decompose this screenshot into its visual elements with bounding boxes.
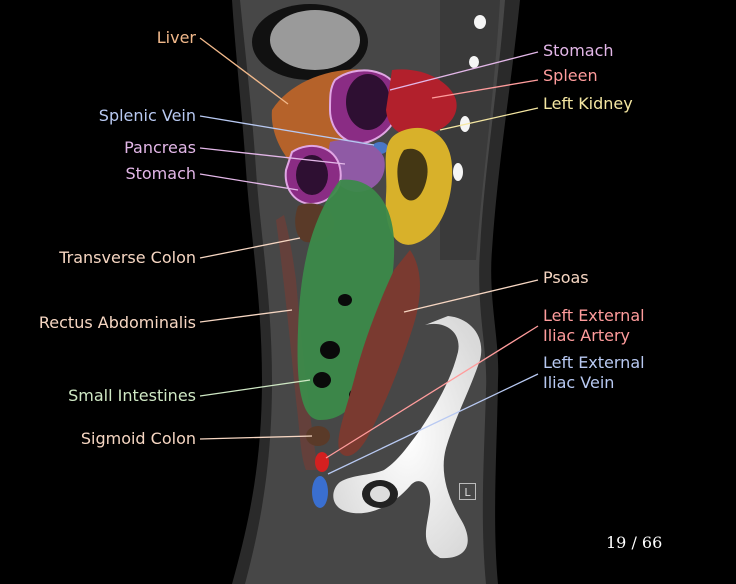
label-pancreas: Pancreas (124, 138, 196, 157)
leader-kidney (439, 107, 539, 131)
stomach-gas (346, 74, 390, 130)
rib (474, 15, 486, 29)
leader-spleen (431, 79, 539, 99)
label-sigmoid-colon: Sigmoid Colon (80, 429, 196, 448)
bowel-gas (338, 294, 352, 306)
leader-transverse-colon (199, 237, 301, 259)
rib (453, 163, 463, 181)
psoas (338, 250, 420, 456)
femoral-head (370, 486, 390, 502)
leader-rectus (199, 309, 293, 323)
bowel-gas (320, 341, 340, 359)
label-iliac-artery: Left External Iliac Artery (543, 306, 645, 345)
label-splenic-vein: Splenic Vein (98, 106, 196, 125)
sigmoid-colon (306, 426, 330, 446)
kidney-hilum (397, 148, 428, 201)
label-transverse-colon: Transverse Colon (59, 248, 196, 267)
label-rectus-abdominalis: Rectus Abdominalis (38, 313, 196, 332)
label-stomach-right: Stomach (543, 41, 614, 60)
rib (469, 56, 479, 68)
leader-psoas (403, 279, 539, 313)
iliac-vein (312, 476, 328, 508)
label-left-kidney: Left Kidney (543, 94, 633, 113)
label-stomach-left: Stomach (125, 164, 196, 183)
leader-stomach-right (389, 51, 539, 91)
orientation-marker: L (459, 483, 476, 500)
heart (270, 10, 360, 70)
leader-iliac-vein (327, 373, 539, 475)
leader-stomach-left (199, 173, 299, 191)
bowel-gas (313, 372, 331, 388)
leader-small-intestines (199, 379, 311, 397)
label-liver: Liver (156, 28, 196, 47)
pancreas (328, 139, 385, 192)
label-spleen: Spleen (543, 66, 598, 85)
leader-splenic-vein (199, 115, 375, 146)
stomach-lower-gas (296, 155, 328, 195)
iliac-artery (315, 452, 329, 472)
leader-pancreas (199, 147, 346, 165)
leader-liver (199, 37, 289, 105)
leader-sigmoid (199, 435, 313, 440)
slice-counter: 19 / 66 (606, 533, 663, 552)
label-psoas: Psoas (543, 268, 589, 287)
label-small-intestines: Small Intestines (68, 386, 196, 405)
label-iliac-vein: Left External Iliac Vein (543, 353, 645, 392)
leader-iliac-artery (325, 325, 539, 459)
